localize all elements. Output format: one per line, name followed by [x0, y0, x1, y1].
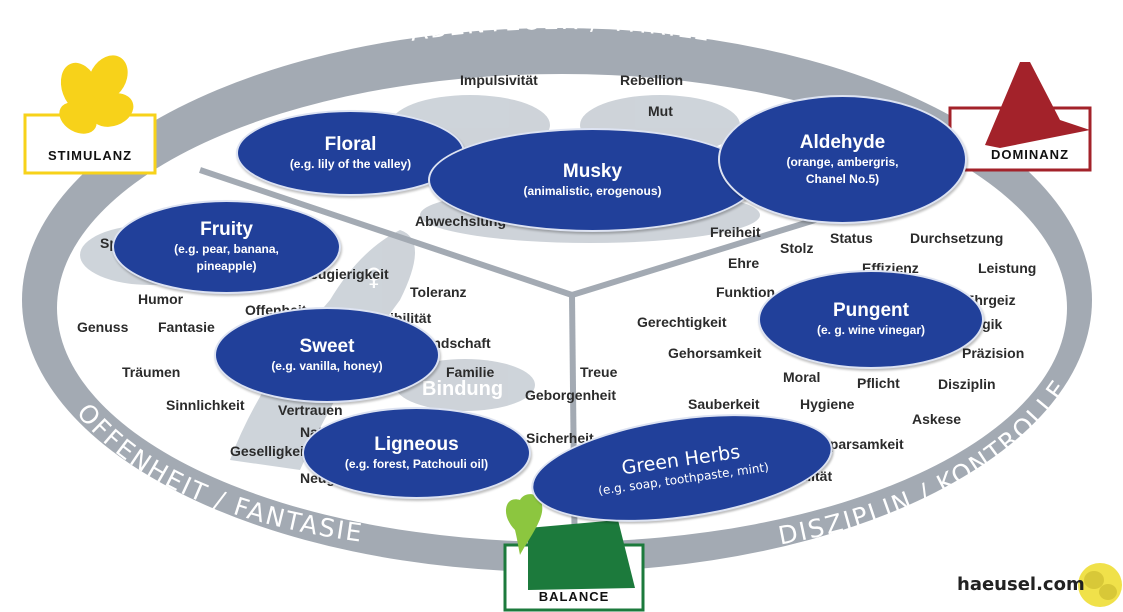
word-pflicht: Pflicht [857, 375, 900, 391]
site-name: haeusel.com [957, 574, 1085, 595]
balance-logo [503, 494, 645, 612]
bubble-subtitle: (e.g. lily of the valley) [289, 156, 412, 171]
word-gerechtigkeit: Gerechtigkeit [637, 314, 727, 330]
dominanz-label: DOMINANZ [990, 147, 1070, 162]
word-disziplin: Disziplin [938, 376, 996, 392]
word-traeumen: Träumen [122, 364, 181, 380]
bubble-title: Musky [562, 160, 623, 182]
bubble-floral: Floral (e.g. lily of the valley) [236, 110, 465, 196]
bubble-title: Sweet [299, 335, 355, 357]
word-praezision: Präzision [962, 345, 1025, 361]
bubble-pungent: Pungent (e. g. wine vinegar) [758, 270, 984, 369]
bubble-title: Fruity [200, 219, 253, 240]
bubble-title: Pungent [833, 300, 909, 321]
word-toleranz: Toleranz [410, 284, 467, 300]
brain-icon [1078, 563, 1122, 607]
dominanz-logo [948, 62, 1092, 172]
word-geborgenheit: Geborgenheit [525, 387, 617, 403]
word-treue: Treue [580, 364, 618, 380]
word-genuss: Genuss [77, 319, 129, 335]
word-impulsivitaet: Impulsivität [460, 72, 538, 88]
bubble-subtitle: (e.g. vanilla, honey) [271, 358, 383, 373]
bubble-subtitle: (animalistic, erogenous) [523, 183, 662, 198]
bubble-ligneous: Ligneous (e.g. forest, Patchouli oil) [302, 407, 531, 499]
stimulanz-logo [23, 55, 157, 175]
bubble-subtitle: (e.g. forest, Patchouli oil) [344, 456, 489, 471]
bubble-subtitle: (e.g. pear, banana, [174, 242, 279, 256]
word-freiheit: Freiheit [710, 224, 761, 240]
bubble-subtitle: (e. g. wine vinegar) [816, 323, 926, 337]
bubble-title: Floral [324, 133, 377, 155]
word-rebellion: Rebellion [620, 72, 684, 88]
zone-label-bindung: Bindung [422, 378, 504, 400]
word-gehorsamkeit: Gehorsamkeit [668, 345, 762, 361]
bubble-fruity: Fruity (e.g. pear, banana, pineapple) [112, 200, 341, 294]
bubble-subtitle: (orange, ambergris, [786, 154, 899, 169]
bubble-aldehyde: Aldehyde (orange, ambergris, Chanel No.5… [718, 95, 967, 224]
balance-label: BALANCE [538, 589, 610, 604]
word-ehre: Ehre [728, 255, 760, 271]
word-vertrauen: Vertrauen [278, 402, 343, 418]
bubble-musky: Musky (animalistic, erogenous) [428, 128, 757, 232]
word-geselligkeit: Geselligkeit [230, 443, 309, 459]
word-humor: Humor [138, 291, 184, 307]
bubble-subtitle-2: Chanel No.5) [805, 171, 880, 186]
bubble-subtitle-2: pineapple) [196, 259, 257, 273]
word-funktion: Funktion [716, 284, 776, 300]
stimulanz-label: STIMULANZ [47, 148, 133, 163]
word-stolz: Stolz [780, 240, 814, 256]
word-sauberkeit: Sauberkeit [688, 396, 760, 412]
word-sparsamkeit: sparsamkeit [822, 436, 904, 452]
word-status: Status [830, 230, 873, 246]
word-leistung: Leistung [978, 260, 1037, 276]
word-durchsetzung: Durchsetzung [910, 230, 1004, 246]
female-symbol: ♀ [365, 263, 383, 291]
bubble-title: Aldehyde [799, 131, 886, 153]
bubble-title: Ligneous [374, 433, 459, 455]
word-askese: Askese [912, 411, 962, 427]
word-fantasie: Fantasie [158, 319, 215, 335]
word-familie: Familie [446, 364, 495, 380]
word-sinnlichkeit: Sinnlichkeit [166, 397, 245, 413]
word-mut: Mut [648, 103, 673, 119]
word-moral: Moral [783, 369, 821, 385]
word-hygiene: Hygiene [800, 396, 855, 412]
bubble-sweet: Sweet (e.g. vanilla, honey) [214, 307, 440, 403]
word-sicherheit: Sicherheit [526, 430, 594, 446]
